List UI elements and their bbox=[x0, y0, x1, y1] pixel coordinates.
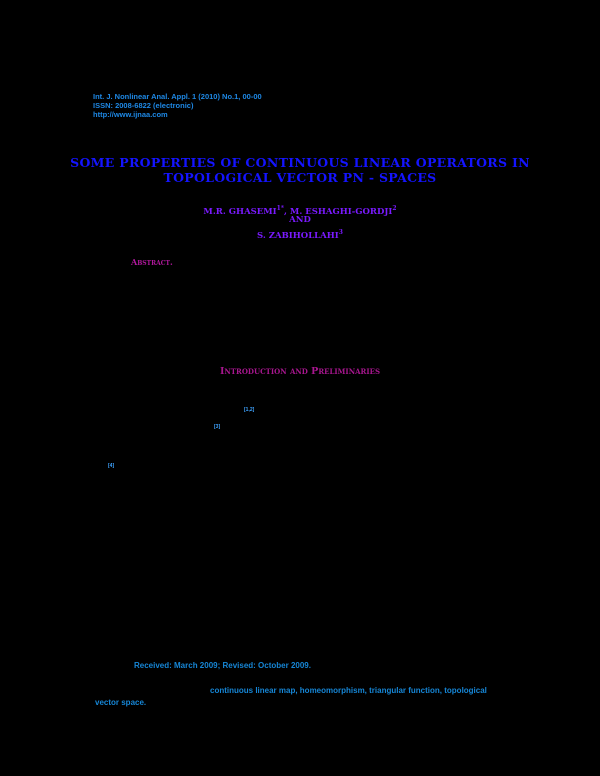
section-heading-introduction: Introduction and Preliminaries bbox=[219, 366, 381, 377]
journal-issn: ISSN: 2008-6822 (electronic) bbox=[93, 101, 194, 110]
author-line-3: S. ZABIHOLLAHI3 bbox=[0, 227, 600, 242]
author-line-1: M.R. GHASEMI1*, M. ESHAGHI-GORDJI2 bbox=[0, 203, 600, 218]
citation-link[interactable]: [4] bbox=[108, 463, 115, 469]
journal-citation: Int. J. Nonlinear Anal. Appl. 1 (2010) N… bbox=[93, 92, 262, 101]
author-3: S. ZABIHOLLAHI bbox=[257, 230, 339, 241]
author-and: AND bbox=[289, 215, 311, 225]
title-line-2: TOPOLOGICAL VECTOR PN - SPACES bbox=[163, 170, 437, 185]
author-3-affiliation: 3 bbox=[338, 229, 343, 236]
author-2: M. ESHAGHI-GORDJI bbox=[289, 206, 393, 217]
author-1: M.R. GHASEMI bbox=[203, 206, 277, 217]
citation-link[interactable]: [3] bbox=[214, 424, 221, 430]
title-line-1: SOME PROPERTIES OF CONTINUOUS LINEAR OPE… bbox=[70, 155, 530, 170]
author-2-affiliation: 2 bbox=[392, 205, 397, 212]
citation-link[interactable]: [1,2] bbox=[244, 407, 255, 413]
keywords-line-1: continuous linear map, homeomorphism, tr… bbox=[210, 686, 487, 695]
abstract-label: Abstract. bbox=[131, 257, 173, 267]
keywords-line-2: vector space. bbox=[95, 698, 147, 707]
received-date: Received: March 2009; Revised: October 2… bbox=[134, 661, 311, 670]
author-1-affiliation: 1* bbox=[276, 205, 284, 212]
journal-url[interactable]: http://www.ijnaa.com bbox=[93, 110, 168, 119]
author-separator: , bbox=[283, 206, 290, 217]
